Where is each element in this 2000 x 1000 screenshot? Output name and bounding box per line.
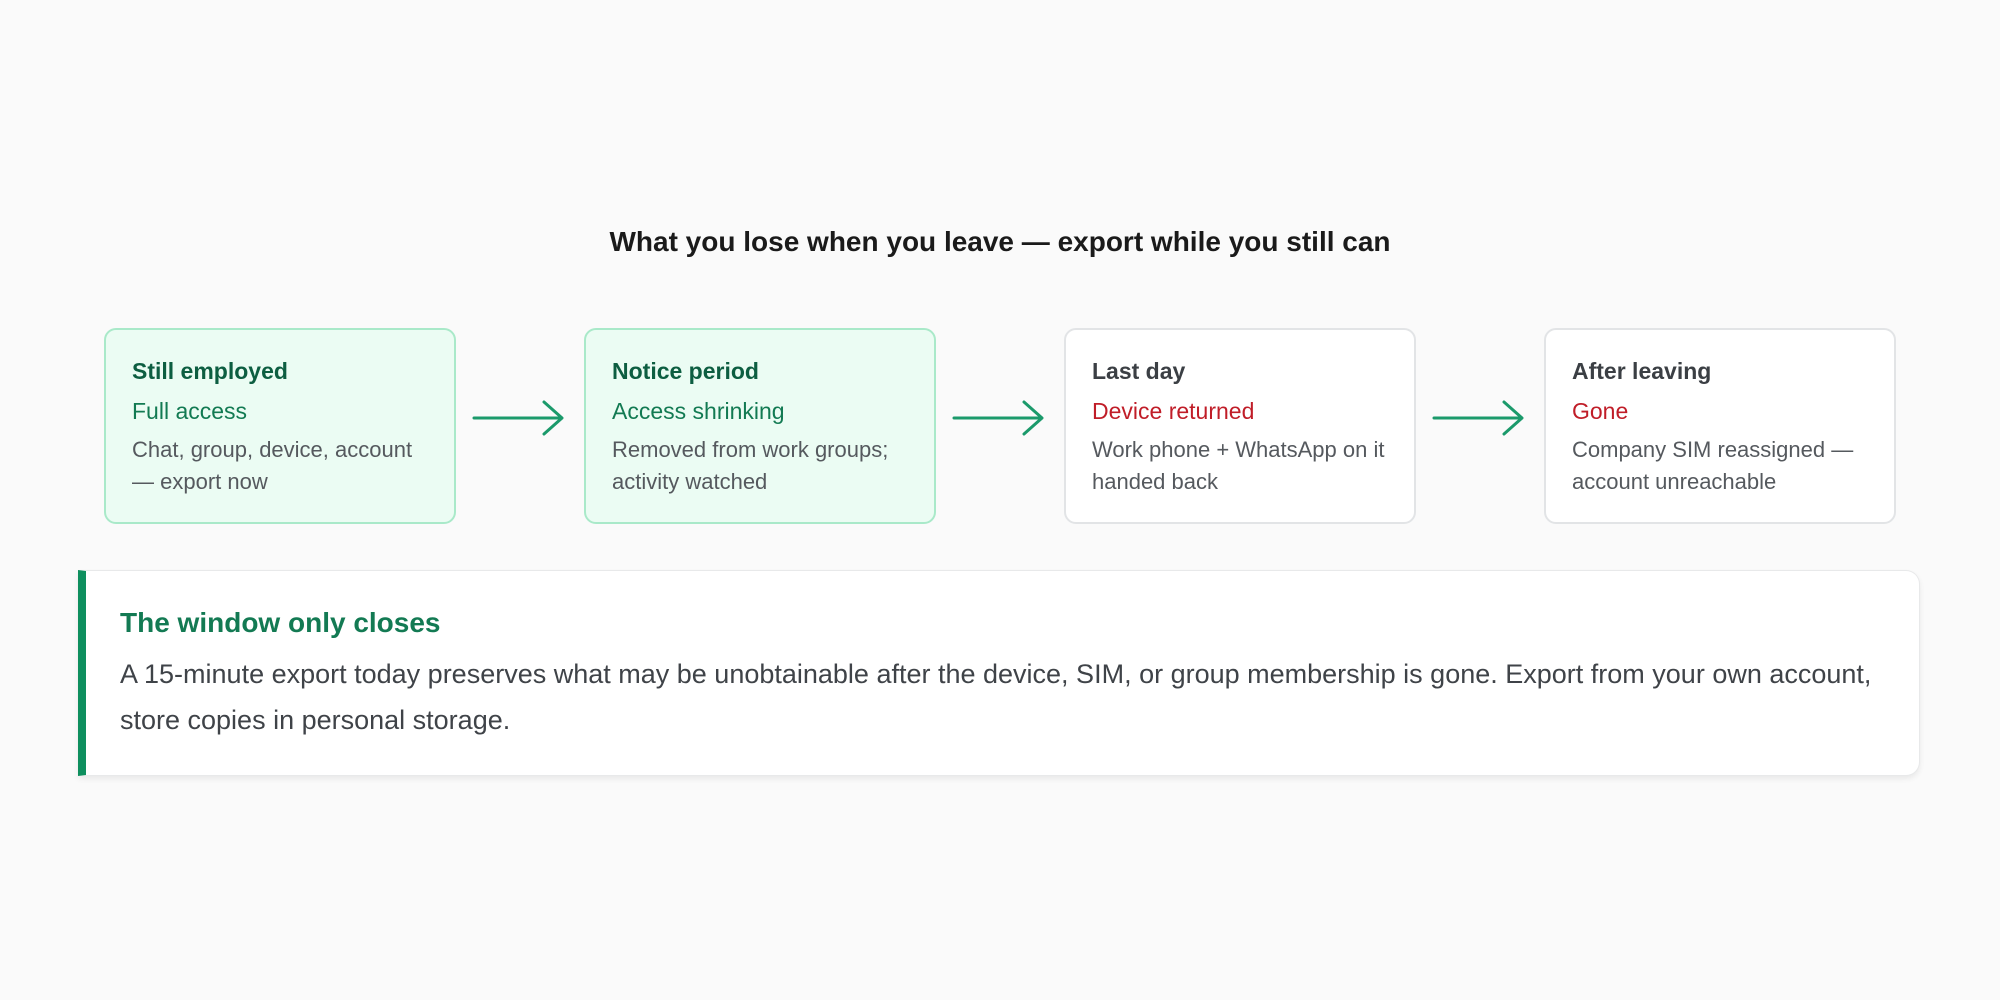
step-status: Full access <box>132 398 248 424</box>
step-description: Chat, group, device, account — export no… <box>132 437 413 494</box>
callout-box: The window only closes A 15-minute expor… <box>78 570 1920 776</box>
step-status: Gone <box>1572 398 1629 424</box>
step-title: After leaving <box>1572 358 1712 384</box>
callout-title: The window only closes <box>120 607 441 638</box>
arrow-right-icon <box>1432 400 1524 436</box>
step-card-still-employed: Still employed Full access Chat, group, … <box>104 328 456 524</box>
callout-body: A 15-minute export today preserves what … <box>120 659 1872 735</box>
step-description: Company SIM reassigned — account unreach… <box>1572 437 1854 494</box>
step-status: Device returned <box>1092 398 1255 424</box>
step-description: Work phone + WhatsApp on it handed back <box>1092 437 1385 494</box>
step-card-after-leaving: After leaving Gone Company SIM reassigne… <box>1544 328 1896 524</box>
step-description: Removed from work groups; activity watch… <box>612 437 889 494</box>
step-title: Last day <box>1092 358 1186 384</box>
step-card-notice-period: Notice period Access shrinking Removed f… <box>584 328 936 524</box>
timeline-steps: Still employed Full access Chat, group, … <box>104 328 1896 524</box>
page-title: What you lose when you leave — export wh… <box>609 226 1391 257</box>
step-status: Access shrinking <box>612 398 785 424</box>
arrow-right-icon <box>472 400 564 436</box>
arrow-right-icon <box>952 400 1044 436</box>
step-card-last-day: Last day Device returned Work phone + Wh… <box>1064 328 1416 524</box>
step-title: Still employed <box>132 358 288 384</box>
step-title: Notice period <box>612 358 759 384</box>
